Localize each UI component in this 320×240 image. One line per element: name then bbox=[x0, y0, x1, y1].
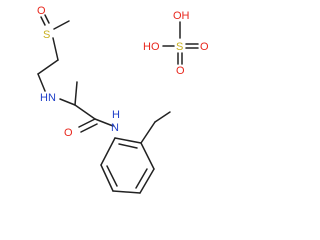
sulfuric-acid: OH HO S O O bbox=[143, 10, 209, 77]
atom-oxygen-carbonyl: O bbox=[64, 127, 73, 139]
acid-atom-ho-left: HO bbox=[143, 41, 160, 53]
ring-bond-1 bbox=[100, 137, 116, 166]
ring-bond-2 bbox=[100, 164, 114, 192]
acid-atom-sulfur: S bbox=[176, 41, 183, 53]
bond-nh-ch bbox=[59, 98, 76, 106]
atom-amide-nitrogen: N bbox=[111, 122, 119, 134]
acid-atom-o-bottom: O bbox=[176, 65, 185, 77]
molecule-atoms: S O HN O N H bbox=[37, 5, 120, 139]
bond-c-o-b bbox=[80, 123, 98, 133]
structure-diagram: S O HN O N H OH HO S O O bbox=[37, 5, 209, 194]
bond-ethyl-1 bbox=[140, 121, 156, 144]
bond-ch2-ch2 bbox=[37, 59, 59, 75]
molecule-bonds bbox=[37, 14, 171, 194]
ring-bond-3 bbox=[112, 190, 141, 194]
ring-inner-1 bbox=[106, 165, 118, 187]
bond-s-ch2 bbox=[52, 37, 59, 61]
bond-ch-methyl bbox=[74, 81, 78, 106]
bond-methyl-s bbox=[53, 20, 70, 30]
bond-ch-co bbox=[74, 104, 96, 120]
bond-s-o-b bbox=[44, 14, 50, 24]
atom-sulfur: S bbox=[43, 29, 50, 41]
acid-atom-oh-top: OH bbox=[173, 10, 190, 22]
ring-bond-5 bbox=[140, 142, 155, 170]
bond-ethyl-2 bbox=[154, 111, 171, 123]
atom-oxygen-sulfoxide: O bbox=[37, 5, 46, 17]
ring-inner-3 bbox=[118, 143, 138, 149]
ring-bond-4 bbox=[139, 168, 155, 194]
acid-atom-o-right: O bbox=[200, 41, 209, 53]
ring-bond-6 bbox=[114, 137, 142, 144]
bond-c-o-a bbox=[78, 118, 96, 128]
bond-c-n bbox=[94, 118, 114, 127]
atom-amine-nitrogen: HN bbox=[40, 92, 56, 104]
ring-inner-2 bbox=[135, 168, 148, 189]
atom-amide-hydrogen: H bbox=[112, 109, 120, 121]
bond-ch2-nh bbox=[37, 73, 46, 92]
bond-s-o-a bbox=[40, 16, 46, 26]
